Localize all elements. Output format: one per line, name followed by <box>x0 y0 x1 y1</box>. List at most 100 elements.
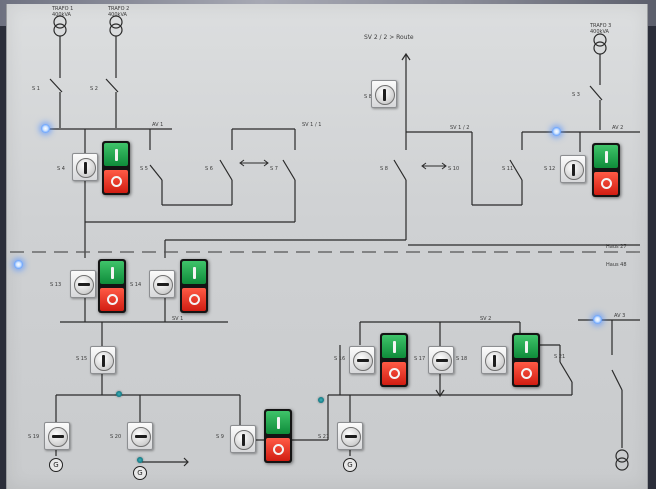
on-icon <box>392 340 396 353</box>
on-button-s5[interactable] <box>104 143 128 166</box>
off-icon <box>388 368 400 379</box>
route-label: SV 2 / 2 > Route <box>364 34 414 41</box>
selector-switch-s14[interactable] <box>149 270 175 298</box>
generator-icon: G <box>343 458 357 472</box>
selector-switch-s15[interactable] <box>90 346 116 374</box>
selector-switch-s4[interactable] <box>72 153 98 181</box>
generator-icon: G <box>49 458 63 472</box>
s1-label: S 1 <box>32 86 40 92</box>
off-button-s13[interactable] <box>100 288 124 311</box>
selector-switch-s19[interactable] <box>44 422 70 450</box>
s3-label: S 3 <box>572 92 580 98</box>
off-button-s16[interactable] <box>382 362 406 385</box>
on-button-s12[interactable] <box>594 145 618 168</box>
on-icon <box>114 148 118 161</box>
on-icon <box>110 266 114 279</box>
s21b-label: S 21 <box>318 434 330 440</box>
s20-label: S 20 <box>110 434 122 440</box>
s15-label: S 15 <box>76 356 88 362</box>
mimic-panel <box>6 4 648 489</box>
off-icon <box>106 294 118 305</box>
off-icon <box>600 178 612 189</box>
on-button-s9[interactable] <box>266 411 290 434</box>
indicator-light-av1 <box>41 124 50 133</box>
selector-switch-s21[interactable] <box>337 422 363 450</box>
av1-label: AV 1 <box>152 122 164 128</box>
selector-switch-s20[interactable] <box>127 422 153 450</box>
haus27-label: Haus 27 <box>606 244 627 250</box>
trafo1-label: TRAFO 1 <box>52 6 74 12</box>
s18-label: S 18 <box>456 356 468 362</box>
sv2-label: SV 2 <box>480 316 492 322</box>
indicator-light-node-a <box>116 391 122 397</box>
selector-switch-s12[interactable] <box>560 155 586 183</box>
off-icon <box>272 444 284 455</box>
on-button-s13[interactable] <box>100 261 124 284</box>
off-icon <box>110 176 122 187</box>
s2-label: S 2 <box>90 86 98 92</box>
off-icon <box>520 368 532 379</box>
pushbutton-pair-s18 <box>512 333 540 387</box>
trafo3-label: TRAFO 3 <box>590 23 612 29</box>
indicator-light-av3 <box>593 315 602 324</box>
sv1-1-label: SV 1 / 1 <box>302 122 322 128</box>
av3-label: AV 3 <box>614 313 626 319</box>
selector-switch-s16[interactable] <box>349 346 375 374</box>
indicator-light-haus48 <box>14 260 23 269</box>
pushbutton-pair-s14 <box>180 259 208 313</box>
selector-switch-s13[interactable] <box>70 270 96 298</box>
s7-label: S 7 <box>270 166 278 172</box>
trafo2-rating: 400kVA <box>108 12 127 18</box>
s4-label: S 4 <box>57 166 65 172</box>
trafo1-rating: 400kVA <box>52 12 71 18</box>
s12-label: S 12 <box>544 166 556 172</box>
off-button-s5[interactable] <box>104 170 128 193</box>
s9-label: S 9 <box>216 434 224 440</box>
s14-label: S 14 <box>130 282 142 288</box>
pushbutton-pair-s9 <box>264 409 292 463</box>
sv1-label: SV 1 <box>172 316 184 322</box>
on-icon <box>276 416 280 429</box>
sv1-2-label: SV 1 / 2 <box>450 125 470 131</box>
trafo2-label: TRAFO 2 <box>108 6 130 12</box>
s8-label: S 8 <box>380 166 388 172</box>
s8i-label: S 8i <box>364 94 374 100</box>
trafo3-rating: 400kVA <box>590 29 609 35</box>
on-button-s14[interactable] <box>182 261 206 284</box>
s19-label: S 19 <box>28 434 40 440</box>
s13-label: S 13 <box>50 282 62 288</box>
s5-label: S 5 <box>140 166 148 172</box>
s21-label: S 21 <box>554 354 566 360</box>
off-icon <box>188 294 200 305</box>
s6-label: S 6 <box>205 166 213 172</box>
pushbutton-pair-s5 <box>102 141 130 195</box>
off-button-s12[interactable] <box>594 172 618 195</box>
pushbutton-pair-s13 <box>98 259 126 313</box>
on-button-s18[interactable] <box>514 335 538 358</box>
selector-switch-s18[interactable] <box>481 346 507 374</box>
indicator-light-av2 <box>552 127 561 136</box>
s10-label: S 10 <box>448 166 460 172</box>
off-button-s18[interactable] <box>514 362 538 385</box>
indicator-light-node-c <box>137 457 143 463</box>
pushbutton-pair-s12 <box>592 143 620 197</box>
off-button-s9[interactable] <box>266 438 290 461</box>
s16-label: S 16 <box>334 356 346 362</box>
on-icon <box>524 340 528 353</box>
s11-label: S 11 <box>502 166 514 172</box>
on-button-s16[interactable] <box>382 335 406 358</box>
selector-switch-s17[interactable] <box>428 346 454 374</box>
haus48-label: Haus 48 <box>606 262 627 268</box>
av2-label: AV 2 <box>612 125 624 131</box>
on-icon <box>604 150 608 163</box>
selector-switch-s9[interactable] <box>230 425 256 453</box>
generator-icon: G <box>133 466 147 480</box>
on-icon <box>192 266 196 279</box>
selector-switch-s8i[interactable] <box>371 80 397 108</box>
s17-label: S 17 <box>414 356 426 362</box>
pushbutton-pair-s16 <box>380 333 408 387</box>
indicator-light-node-b <box>318 397 324 403</box>
off-button-s14[interactable] <box>182 288 206 311</box>
